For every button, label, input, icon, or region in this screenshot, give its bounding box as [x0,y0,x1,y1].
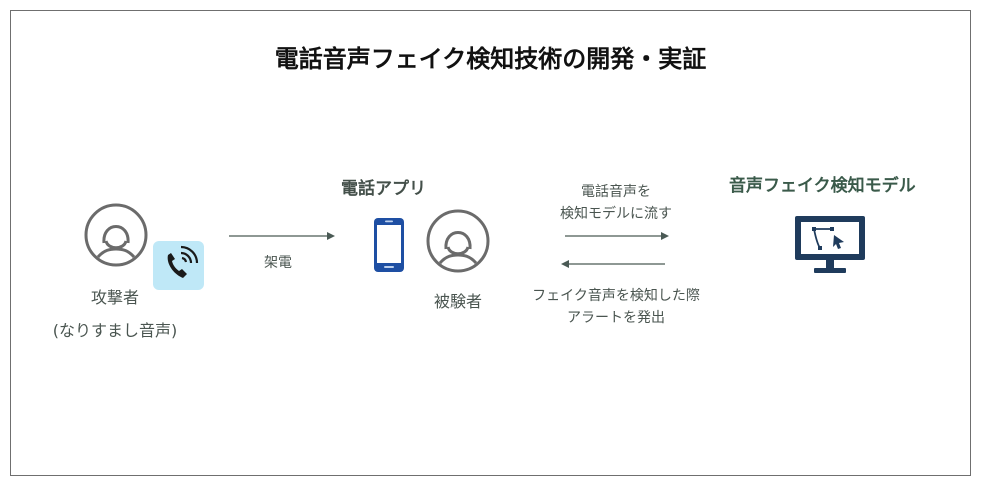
forward-arrow-label-line1: 電話音声を [581,184,651,200]
attacker-label: 攻撃者 [90,288,140,307]
alert-arrow-label-line1: フェイク音声を検知した際 [532,288,700,304]
phone-ringing-icon [153,241,204,290]
monitor-vector-icon [794,215,866,277]
smartphone-icon [373,217,405,273]
model-heading: 音声フェイク検知モデル [729,176,916,196]
alert-arrow-label: フェイク音声を検知した際 アラートを発出 [532,285,700,329]
subject-person-icon [426,209,490,273]
alert-arrow [561,257,665,271]
forward-arrow [565,229,669,243]
subject-label: 被験者 [433,292,483,311]
forward-arrow-label-line2: 検知モデルに流す [560,206,672,222]
call-arrow [229,229,335,243]
diagram-title: 電話音声フェイク検知技術の開発・実証 [274,45,707,73]
attacker-sublabel: (なりすまし音声) [52,321,178,340]
alert-arrow-label-line2: アラートを発出 [566,310,665,326]
attacker-person-icon [84,203,148,267]
diagram-frame: 電話音声フェイク検知技術の開発・実証 攻撃者 (なりすまし音声) 架電 電話アプ… [10,10,971,476]
phone-app-heading: 電話アプリ [341,179,426,199]
call-arrow-label: 架電 [264,255,292,271]
forward-arrow-label: 電話音声を 検知モデルに流す [560,181,672,225]
